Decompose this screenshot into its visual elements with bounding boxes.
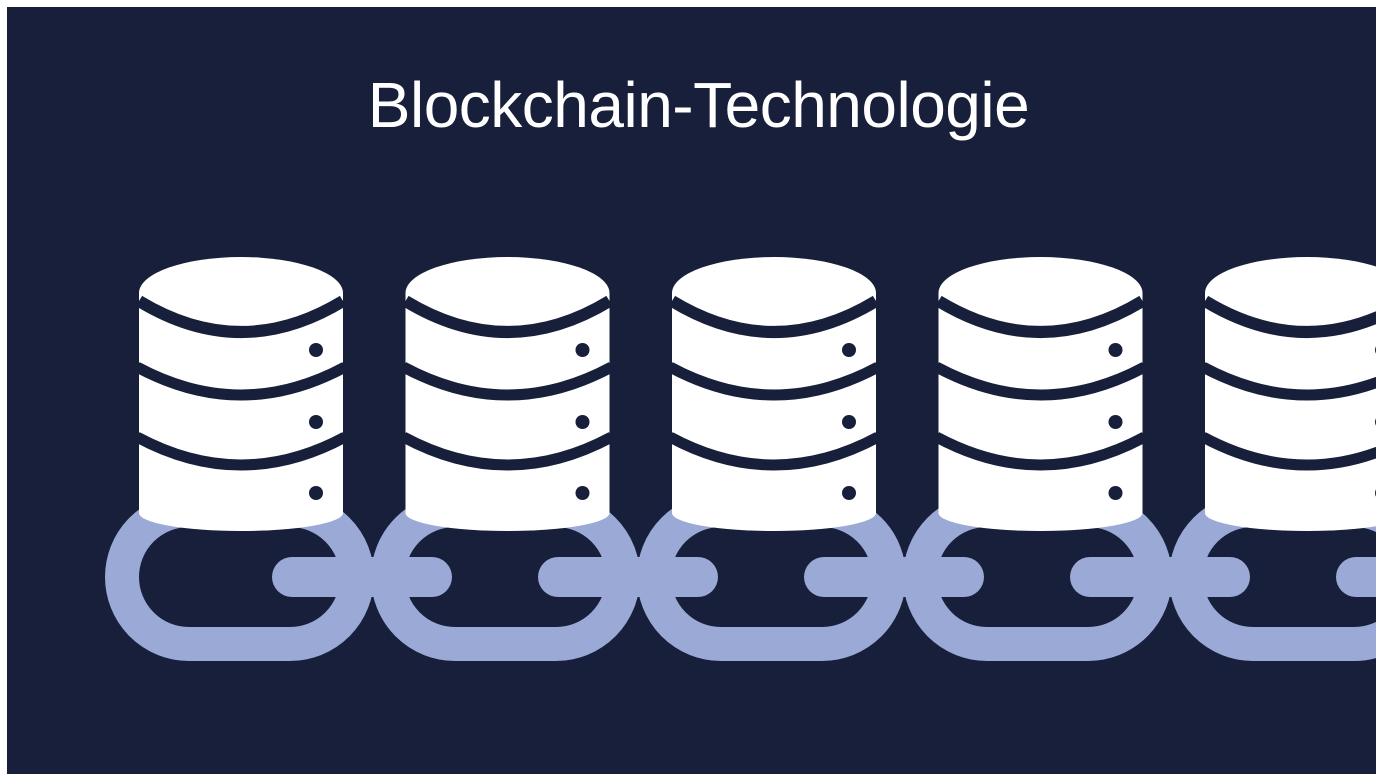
database-top [139, 257, 343, 329]
database-led [575, 486, 590, 500]
database-bottom [405, 495, 610, 531]
database-separator [933, 362, 1148, 401]
database-top [1205, 257, 1376, 329]
database-led [1375, 346, 1376, 354]
chain-bar [1070, 557, 1250, 597]
database-separator [667, 432, 881, 471]
database-top [938, 257, 1143, 329]
database-led [842, 415, 856, 429]
database-icon [933, 257, 1148, 531]
database-separator [667, 362, 881, 401]
database-separator [134, 432, 348, 471]
database-led [1375, 489, 1376, 497]
database-top [405, 257, 610, 329]
database-bottom [938, 495, 1143, 531]
database-led [1108, 343, 1123, 357]
chain-bar [1336, 557, 1376, 597]
database-icon [400, 257, 615, 531]
chain-bar [538, 557, 718, 597]
slide-title: Blockchain-Technologie [367, 69, 1030, 141]
database-top [672, 257, 876, 329]
database-rim [1201, 295, 1376, 338]
blockchain-illustration [105, 257, 1376, 661]
database-rim [402, 295, 613, 338]
database-led [1108, 486, 1123, 500]
database-separator [1200, 362, 1376, 401]
database-separator [1200, 432, 1376, 471]
blocks-group [134, 257, 1376, 531]
database-separator [933, 432, 1148, 471]
database-bottom [1205, 495, 1376, 531]
database-led [309, 415, 323, 429]
database-led [575, 415, 590, 429]
database-separator [134, 362, 348, 401]
database-rim [668, 295, 880, 338]
database-separator [400, 362, 615, 401]
database-bottom [139, 495, 343, 531]
chain-bar [804, 557, 984, 597]
database-icon [667, 257, 881, 531]
database-rim [135, 295, 347, 338]
database-led [309, 343, 323, 357]
slide: Blockchain-Technologie [7, 7, 1376, 774]
chain-bar [272, 557, 452, 597]
database-led [309, 486, 323, 500]
database-icon [1200, 257, 1376, 531]
database-separator [400, 432, 615, 471]
database-bottom [672, 495, 876, 531]
database-led [575, 343, 590, 357]
database-led [842, 343, 856, 357]
database-led [1108, 415, 1123, 429]
database-icon [134, 257, 348, 531]
database-rim [935, 295, 1146, 338]
database-led [1375, 418, 1376, 426]
database-led [842, 486, 856, 500]
